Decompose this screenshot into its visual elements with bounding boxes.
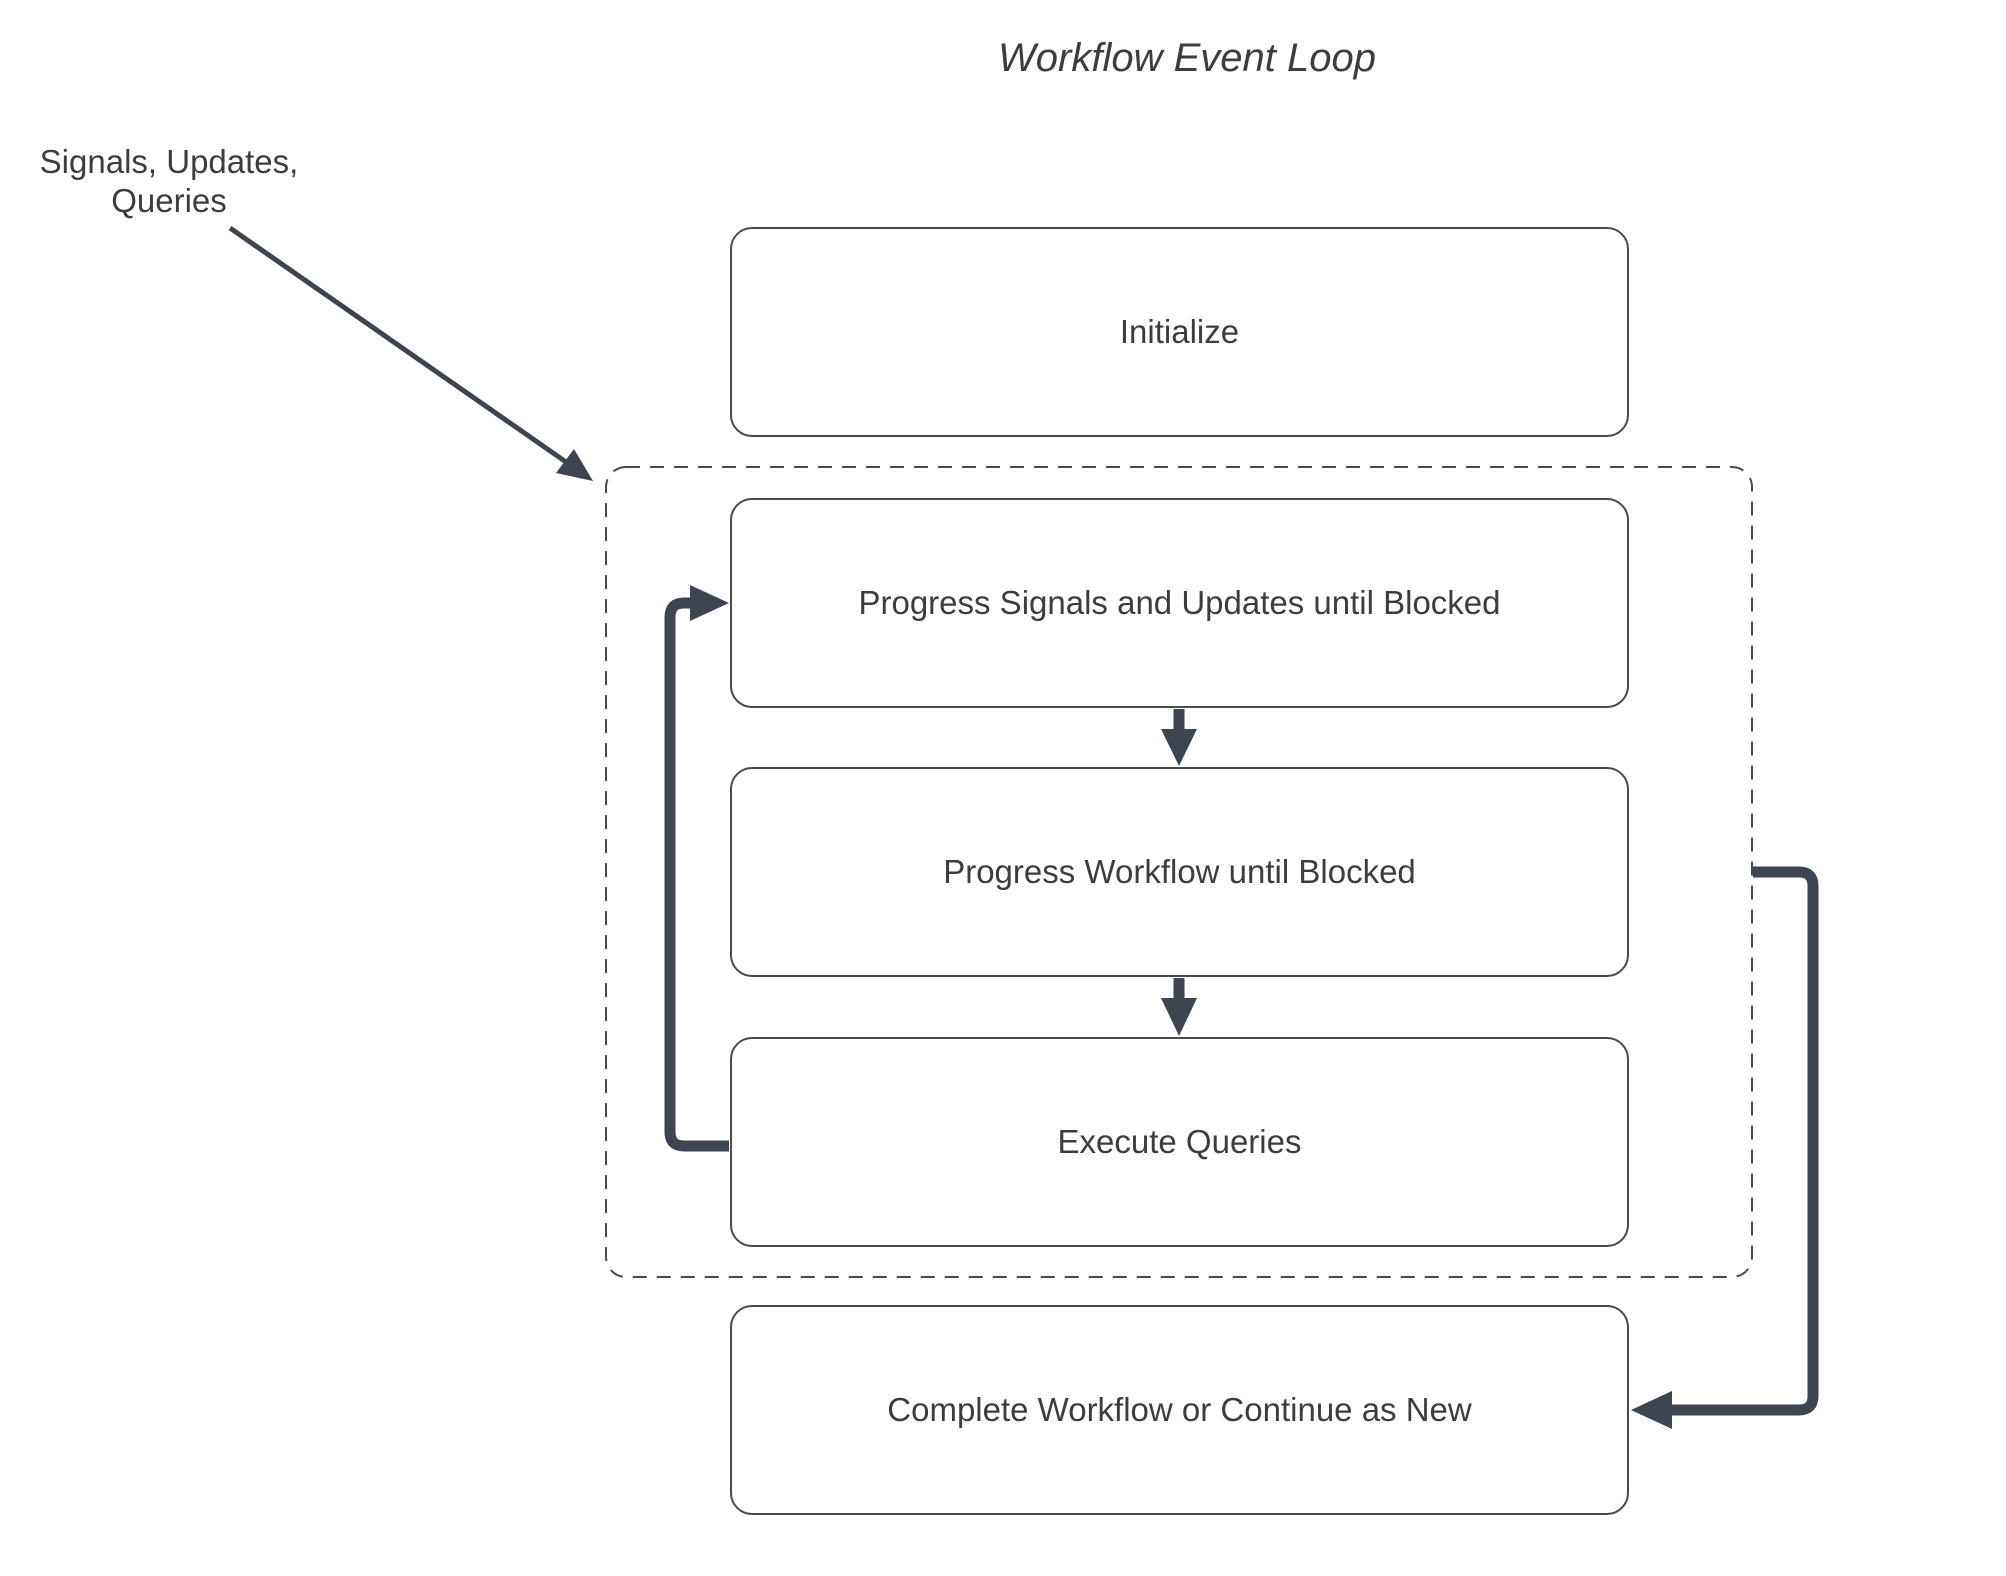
signals-label-line1: Signals, Updates, — [39, 143, 299, 180]
node-initialize: Initialize — [730, 227, 1629, 437]
exit-to-complete-arrow — [1631, 866, 1819, 1429]
node-progress-signals-updates-label: Progress Signals and Updates until Block… — [858, 584, 1501, 621]
node-complete-workflow-label: Complete Workflow or Continue as New — [887, 1391, 1472, 1428]
node-initialize-label: Initialize — [1119, 313, 1240, 350]
node-progress-workflow: Progress Workflow until Blocked — [730, 767, 1629, 977]
arrow-signals-to-workflow — [1161, 709, 1197, 766]
node-progress-signals-updates: Progress Signals and Updates until Block… — [730, 498, 1629, 708]
node-progress-workflow-label: Progress Workflow until Blocked — [943, 853, 1416, 890]
signals-updates-queries-label: Signals, Updates, Queries — [26, 142, 312, 220]
node-execute-queries: Execute Queries — [730, 1037, 1629, 1247]
node-execute-queries-label: Execute Queries — [1057, 1123, 1302, 1160]
diagram-title: Workflow Event Loop — [998, 36, 1376, 80]
signals-input-arrow — [228, 225, 593, 481]
node-complete-workflow: Complete Workflow or Continue as New — [730, 1305, 1629, 1515]
signals-label-line2: Queries — [111, 182, 227, 219]
arrow-workflow-to-queries — [1161, 978, 1197, 1036]
event-loop-dashed-container — [605, 466, 1753, 1278]
loop-back-arrow — [664, 585, 729, 1152]
